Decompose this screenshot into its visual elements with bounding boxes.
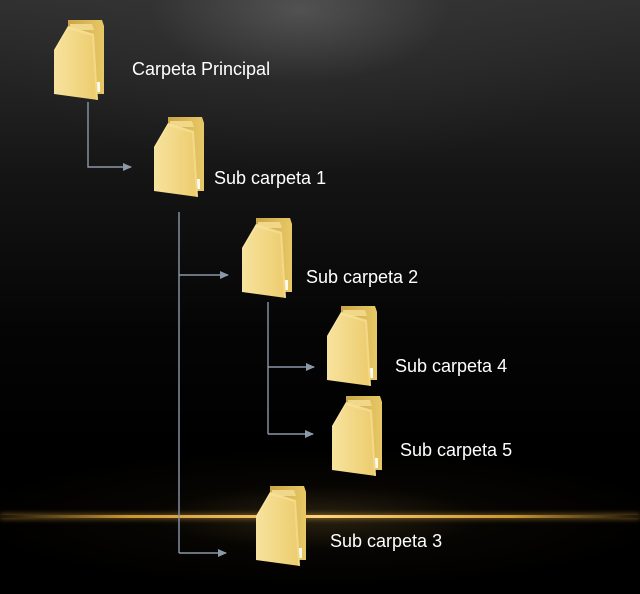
- folder-label-sub2[interactable]: Sub carpeta 2: [306, 267, 419, 287]
- folder-icon[interactable]: [152, 117, 216, 197]
- folder-label-sub3[interactable]: Sub carpeta 3: [330, 531, 443, 551]
- folder-label-sub5[interactable]: Sub carpeta 5: [400, 440, 513, 460]
- folder-icon[interactable]: [330, 396, 394, 476]
- folder-icon[interactable]: [52, 20, 116, 100]
- folder-icon[interactable]: [240, 218, 304, 298]
- folder-label-sub4[interactable]: Sub carpeta 4: [395, 356, 508, 376]
- horizon-light-line: [0, 515, 640, 518]
- folder-icon[interactable]: [325, 306, 389, 386]
- folder-label-main[interactable]: Carpeta Principal: [132, 59, 271, 79]
- folder-icon[interactable]: [254, 486, 318, 566]
- connector-main-to-sub1: [87, 102, 132, 171]
- folder-label-sub1[interactable]: Sub carpeta 1: [214, 168, 327, 188]
